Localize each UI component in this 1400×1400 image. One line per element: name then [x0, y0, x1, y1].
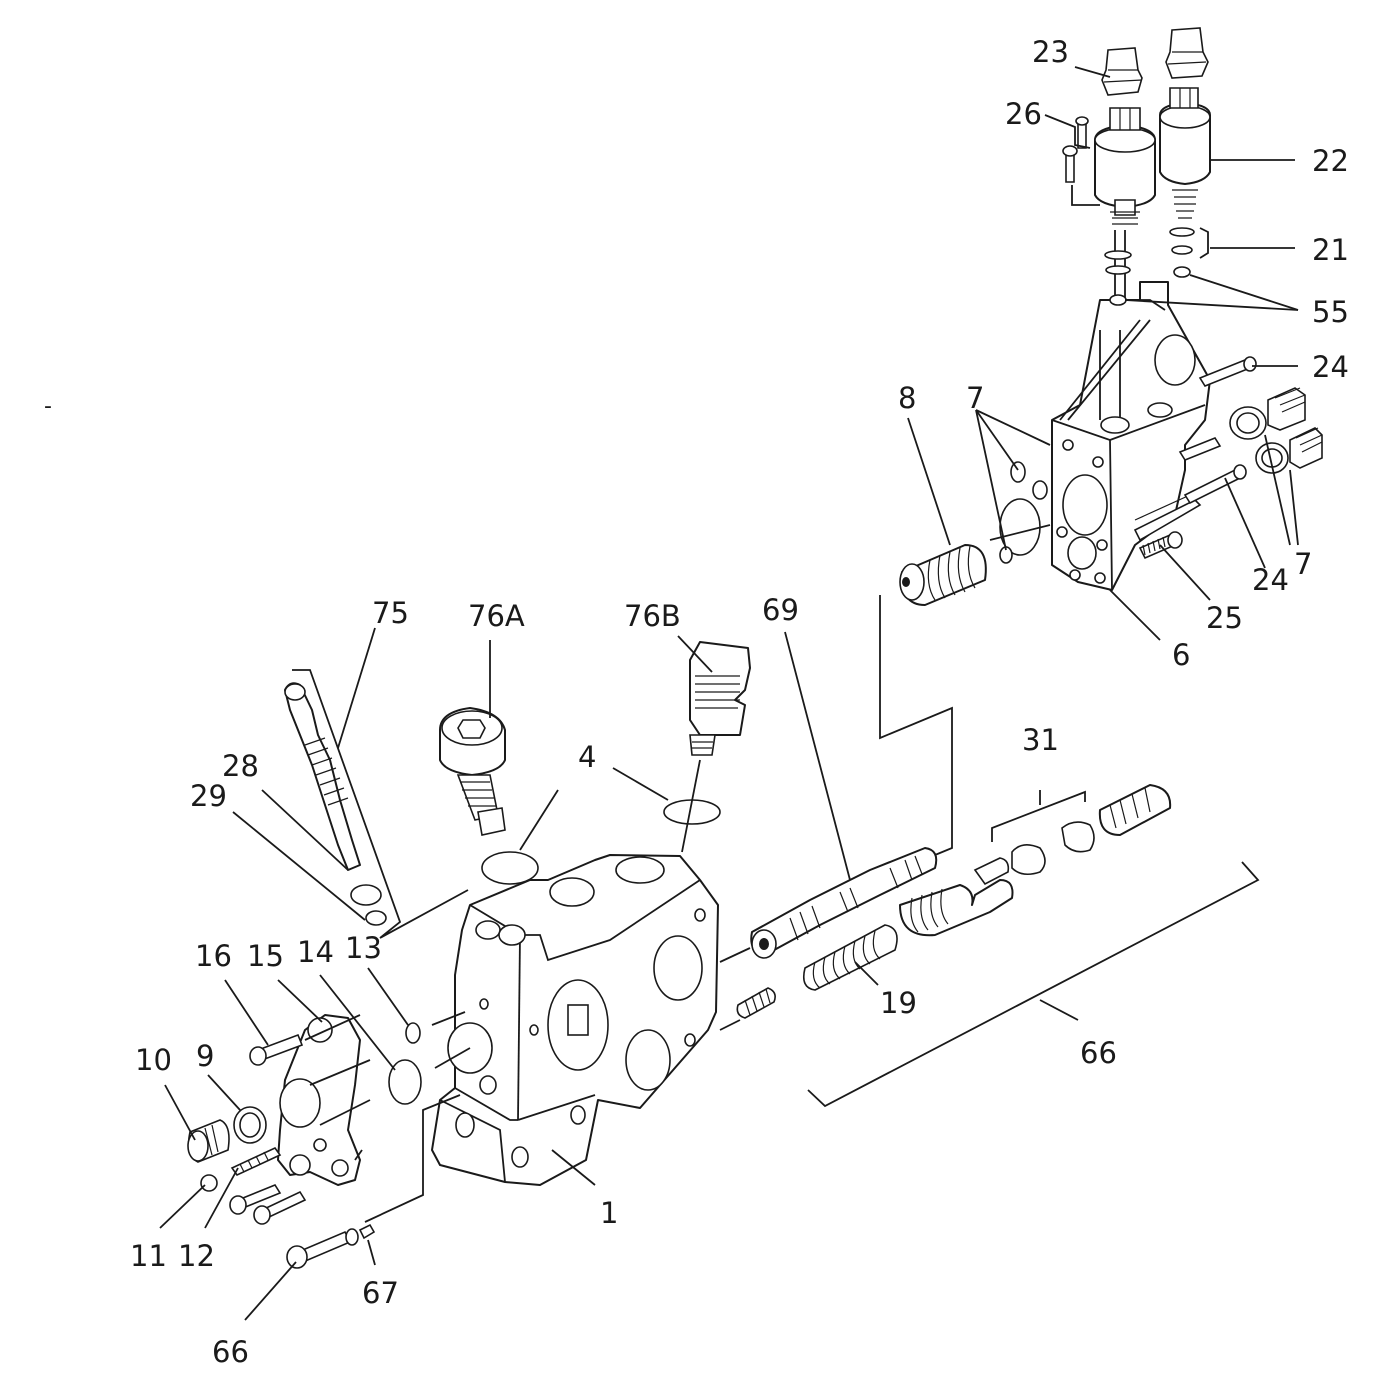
- valve-section-part-6: [1051, 281, 1211, 591]
- label-8: 8: [898, 381, 916, 415]
- label-69: 69: [762, 593, 799, 627]
- stray-dash-mark: -: [44, 394, 52, 419]
- label-66-bottom: 66: [212, 1335, 249, 1369]
- label-55: 55: [1312, 295, 1349, 329]
- relief-plug-part-76a: [439, 707, 506, 836]
- label-11: 11: [130, 1239, 167, 1273]
- label-24-top: 24: [1312, 350, 1349, 384]
- bolts-part-24-25: [1138, 356, 1257, 560]
- label-76a: 76A: [468, 599, 525, 633]
- solenoid-part-22: [1094, 87, 1211, 300]
- oring-part-4a: [481, 851, 539, 885]
- cartridge-part-75: [284, 682, 387, 926]
- connector-part-23: [1101, 27, 1209, 96]
- label-23: 23: [1032, 35, 1069, 69]
- label-76b: 76B: [624, 599, 681, 633]
- label-66-right: 66: [1080, 1036, 1117, 1070]
- orings-part-21-55: [1104, 227, 1209, 306]
- oring-part-13: [405, 1022, 421, 1044]
- gasket-set-part-7: [999, 387, 1323, 564]
- oring-part-14: [388, 1059, 422, 1105]
- label-67: 67: [362, 1276, 399, 1310]
- spring-part-19: [736, 924, 898, 1019]
- label-28: 28: [222, 749, 259, 783]
- label-31: 31: [1022, 723, 1059, 757]
- plug-part-66-67: [286, 1223, 376, 1269]
- label-15: 15: [247, 939, 284, 973]
- label-9: 9: [196, 1039, 214, 1073]
- spring-assembly-part-8: [899, 544, 987, 606]
- label-22: 22: [1312, 144, 1349, 178]
- label-19: 19: [880, 986, 917, 1020]
- leader-lines: [159, 66, 1299, 1321]
- label-14: 14: [297, 935, 334, 969]
- valve-body-part-1: [431, 854, 719, 1186]
- end-cover-part-15: [277, 1014, 361, 1186]
- label-7-left: 7: [966, 381, 984, 415]
- label-16: 16: [195, 939, 232, 973]
- spool-part-69: [750, 847, 938, 959]
- cover-hardware-part-9-16: [187, 1033, 307, 1225]
- label-26: 26: [1005, 97, 1042, 131]
- label-10: 10: [135, 1043, 172, 1077]
- label-24-bottom: 24: [1252, 563, 1289, 597]
- label-29: 29: [190, 779, 227, 813]
- label-13: 13: [345, 931, 382, 965]
- label-75: 75: [372, 596, 409, 630]
- label-6: 6: [1172, 638, 1190, 672]
- label-7-right: 7: [1294, 547, 1312, 581]
- label-1: 1: [600, 1196, 618, 1230]
- label-21: 21: [1312, 233, 1349, 267]
- part-labels: 23 26 22 21 55 24 8 7 7 24 25 6 75 76A 7…: [130, 35, 1349, 1369]
- spool-assembly-part-66: [899, 784, 1172, 937]
- label-4: 4: [578, 740, 596, 774]
- label-25: 25: [1206, 601, 1243, 635]
- label-12: 12: [178, 1239, 215, 1273]
